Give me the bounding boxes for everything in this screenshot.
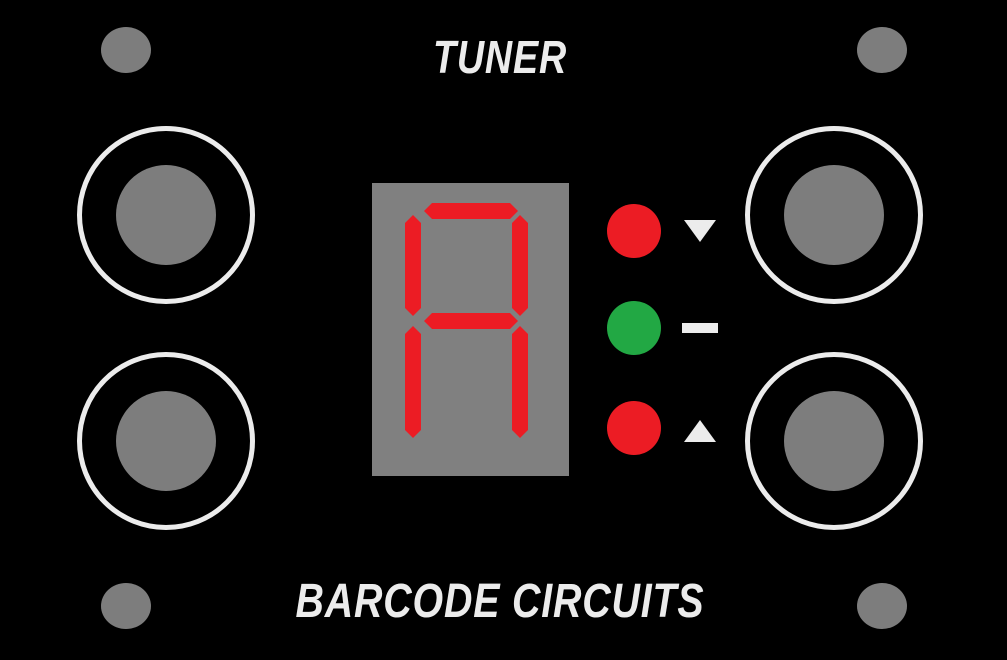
jack-bottom-right[interactable] — [745, 352, 923, 530]
segment-c — [512, 326, 528, 438]
seven-segment-display — [372, 183, 569, 476]
jack-bottom-left[interactable] — [77, 352, 255, 530]
jack-socket — [116, 165, 216, 265]
down-triangle-icon — [684, 220, 716, 242]
sharp-indicator-led — [607, 401, 661, 455]
flat-indicator-led — [607, 204, 661, 258]
screw-top-left — [101, 27, 151, 73]
jack-top-right[interactable] — [745, 126, 923, 304]
up-triangle-icon — [684, 420, 716, 442]
jack-socket — [784, 391, 884, 491]
brand-label: BARCODE CIRCUITS — [295, 575, 705, 628]
segment-f — [405, 215, 421, 316]
segment-b — [512, 215, 528, 316]
note-readout — [405, 203, 528, 438]
screw-top-right — [857, 27, 907, 73]
jack-top-left[interactable] — [77, 126, 255, 304]
segment-g — [424, 313, 518, 329]
screw-bottom-left — [101, 583, 151, 629]
segment-e — [405, 326, 421, 438]
panel-title: TUNER — [432, 31, 568, 83]
jack-socket — [116, 391, 216, 491]
segment-a — [424, 203, 518, 219]
jack-socket — [784, 165, 884, 265]
screw-bottom-right — [857, 583, 907, 629]
in-tune-indicator-led — [607, 301, 661, 355]
dash-icon — [682, 323, 718, 333]
